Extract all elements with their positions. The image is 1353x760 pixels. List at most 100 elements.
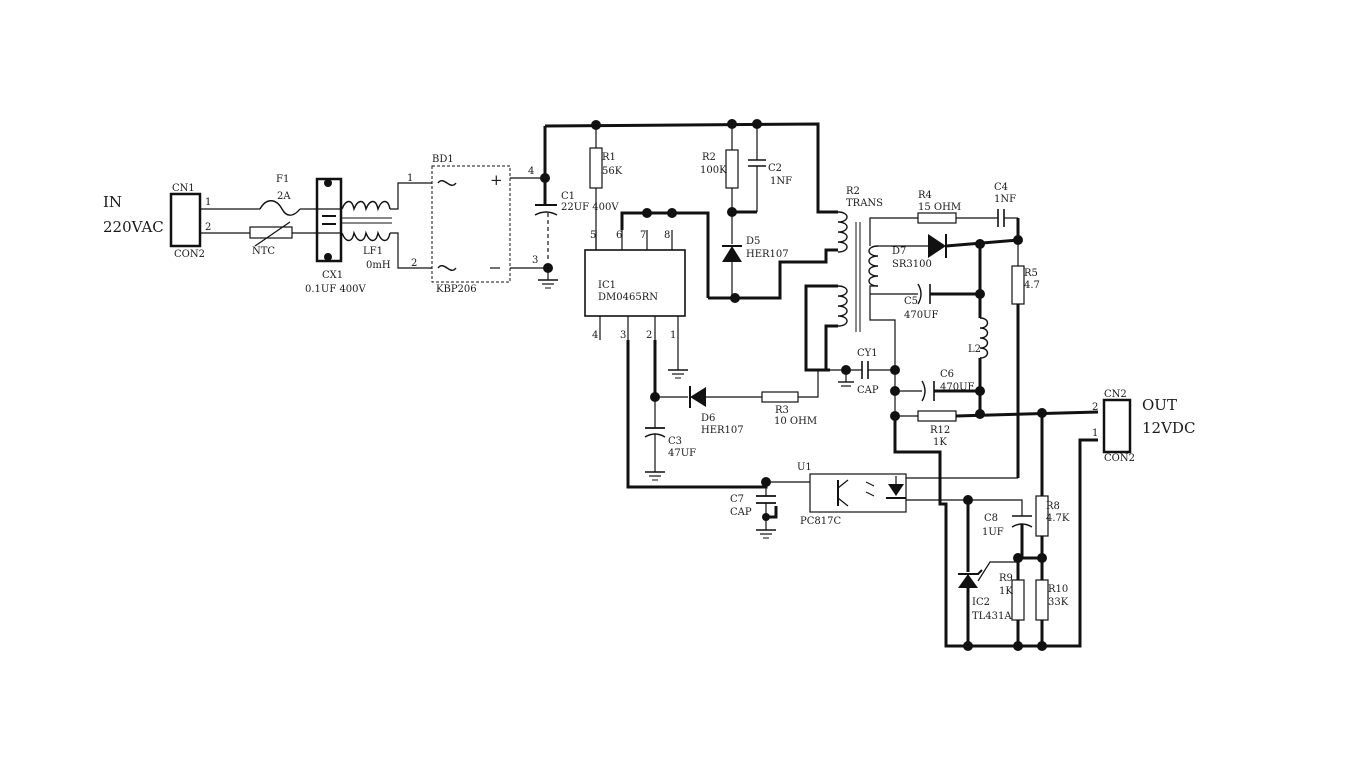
r8-resistor: R8 4.7K — [1035, 413, 1070, 580]
r12-resistor: R12 1K — [895, 410, 1099, 448]
lf1-value: 0mH — [366, 260, 391, 271]
d7-value: SR3100 — [892, 259, 932, 270]
r4-value: 15 OHM — [918, 202, 961, 213]
c6-value: 470UF — [940, 382, 975, 393]
ic1-pin2: 2 — [646, 330, 652, 341]
cx1-value: 0.1UF 400V — [305, 284, 367, 295]
d5-diode: D5 HER107 — [722, 212, 789, 298]
r5-ref: R5 — [1024, 268, 1038, 279]
c3-ref: C3 — [668, 436, 682, 447]
lf1-pin2: 2 — [411, 258, 417, 269]
ic1-pin3: 3 — [620, 330, 626, 341]
lf1-ref: LF1 — [363, 246, 383, 257]
r1-ref: R1 — [602, 152, 616, 163]
r12-ref: R12 — [930, 425, 950, 436]
wire-drain — [708, 248, 838, 300]
lf1-choke: LF1 0mH 1 2 — [341, 173, 417, 271]
d6-ref: D6 — [701, 413, 715, 424]
d7-diode: D7 SR3100 — [892, 234, 947, 270]
u1-ref: U1 — [797, 462, 812, 473]
cn1-pin1: 1 — [205, 197, 211, 208]
wire-aux2 — [824, 324, 838, 370]
cn2-value: CON2 — [1104, 453, 1135, 464]
ic1-pin7: 7 — [640, 230, 646, 241]
c2-capacitor: C2 1NF — [748, 124, 792, 212]
l2-inductor: L2 — [968, 317, 989, 359]
r9-value: 1K — [999, 586, 1013, 597]
wire-aux — [804, 284, 838, 372]
r5-resistor: R5 4.7 — [1011, 240, 1040, 478]
r3-value: 10 OHM — [774, 416, 817, 427]
cy1-capacitor: CY1 CAP — [830, 348, 895, 396]
r9-ref: R9 — [999, 573, 1013, 584]
cn2-pin2: 2 — [1092, 402, 1098, 413]
cn1-value: CON2 — [174, 249, 205, 260]
r3-ref: R3 — [775, 405, 789, 416]
c5-ref: C5 — [904, 296, 918, 307]
ic1-pin8: 8 — [664, 230, 670, 241]
bd1-value: KBP206 — [436, 284, 477, 295]
t1-value: TRANS — [846, 198, 883, 209]
f1-ref: F1 — [276, 174, 289, 185]
cn2-connector: CN2 CON2 2 1 — [1092, 389, 1135, 464]
r10-value: 33K — [1048, 597, 1069, 608]
ic2-ref: IC2 — [972, 597, 990, 608]
r5-value: 4.7 — [1024, 280, 1040, 291]
u1-value: PC817C — [800, 516, 841, 527]
c8-ref: C8 — [984, 513, 998, 524]
r1-value: 56K — [602, 166, 623, 177]
r4-resistor: R4 15 OHM — [869, 190, 961, 246]
junction — [890, 365, 900, 375]
cn2-ref: CN2 — [1104, 389, 1127, 400]
r2-value: 100K — [700, 165, 727, 176]
ic1-pin5: 5 — [590, 230, 596, 241]
c2-value: 1NF — [770, 176, 792, 187]
junction — [1013, 641, 1023, 651]
output-voltage: 12VDC — [1142, 419, 1195, 437]
c6-capacitor: C6 470UF — [895, 369, 980, 402]
cx1-capacitor: CX1 0.1UF 400V — [305, 177, 367, 295]
lf1-pin1: 1 — [407, 173, 413, 184]
ic1-value: DM0465RN — [598, 292, 658, 303]
r4-ref: R4 — [918, 190, 932, 201]
r9-resistor: R9 1K — [999, 558, 1025, 646]
junction — [963, 641, 973, 651]
c1-value: 22UF 400V — [561, 202, 619, 213]
c8-capacitor: C8 1UF — [968, 499, 1042, 560]
junction — [642, 208, 652, 218]
f1-value: 2A — [277, 191, 291, 202]
wire-sec-return — [869, 285, 896, 416]
c8-value: 1UF — [982, 527, 1004, 538]
c2-ref: C2 — [768, 163, 782, 174]
d7-ref: D7 — [892, 246, 906, 257]
cn2-pin1: 1 — [1092, 428, 1098, 439]
c6-ref: C6 — [940, 369, 954, 380]
r8-ref: R8 — [1046, 501, 1060, 512]
cn1-connector: CN1 CON2 1 2 — [169, 183, 211, 260]
ic1-pin1: 1 — [670, 330, 676, 341]
cy1-value: CAP — [857, 385, 879, 396]
c3-value: 47UF — [668, 448, 696, 459]
input-label: IN — [103, 193, 122, 211]
ntc-ref: NTC — [252, 246, 275, 257]
cy1-ref: CY1 — [857, 348, 878, 359]
c4-ref: C4 — [994, 182, 1008, 193]
ic1-ref: IC1 — [598, 280, 616, 291]
bd1-pin3: 3 — [532, 255, 538, 266]
junction — [667, 208, 677, 218]
r2-resistor: R2 100K — [700, 124, 739, 212]
c4-capacitor: C4 1NF — [956, 182, 1018, 227]
r12-value: 1K — [933, 437, 947, 448]
junction — [1037, 553, 1047, 563]
d6-value: HER107 — [701, 425, 744, 436]
bd1-ref: BD1 — [432, 154, 454, 165]
wire-fb — [626, 340, 768, 489]
ic1-controller: IC1 DM0465RN 5 6 7 8 4 3 2 1 — [584, 230, 686, 370]
wire-lf1-bot — [390, 232, 432, 269]
bd1-bridge: + BD1 KBP206 4 3 — [431, 154, 538, 295]
ic2-reference: IC2 TL431A — [958, 500, 1018, 646]
r2-ref: R2 — [702, 152, 716, 163]
cn1-pin2: 2 — [205, 222, 211, 233]
t1-ref: R2 — [846, 186, 860, 197]
wire-secondary-ground — [893, 416, 1098, 648]
